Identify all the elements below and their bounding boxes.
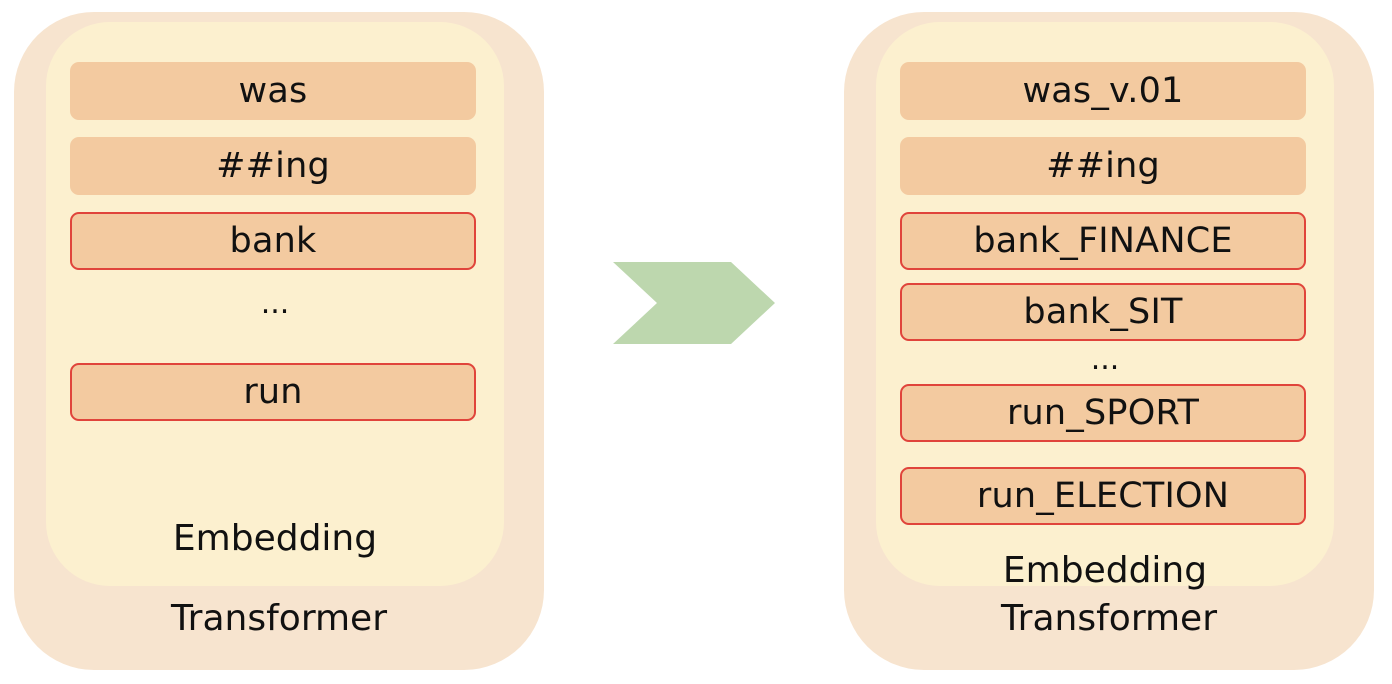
transformer-label-right: Transformer xyxy=(1000,598,1218,639)
transformer-box-left: was ##ing bank ... run Embedding Transfo… xyxy=(14,12,544,670)
token-ing: ##ing xyxy=(70,137,476,195)
embedding-box-right: was_v.01 ##ing bank_FINANCE bank_SIT ...… xyxy=(876,22,1334,591)
embedding-label-left: Embedding xyxy=(172,518,378,559)
embedding-box-left: was ##ing bank ... run Embedding xyxy=(46,22,504,586)
arrow-shape xyxy=(613,262,775,344)
chevron-arrow-icon xyxy=(613,262,775,344)
token-run: run xyxy=(70,363,476,421)
token-bank-sit: bank_SIT xyxy=(900,283,1306,341)
transformer-label-left: Transformer xyxy=(170,598,388,639)
token-bank-finance: bank_FINANCE xyxy=(900,212,1306,270)
token-was: was xyxy=(70,62,476,120)
embedding-label-right: Embedding xyxy=(1002,550,1208,591)
token-run-election: run_ELECTION xyxy=(900,467,1306,525)
transformer-box-right: was_v.01 ##ing bank_FINANCE bank_SIT ...… xyxy=(844,12,1374,670)
token-bank: bank xyxy=(70,212,476,270)
token-ing-right: ##ing xyxy=(900,137,1306,195)
token-was-v01: was_v.01 xyxy=(900,62,1306,120)
ellipsis-left: ... xyxy=(260,286,290,321)
token-run-sport: run_SPORT xyxy=(900,384,1306,442)
ellipsis-right: ... xyxy=(1090,342,1120,377)
